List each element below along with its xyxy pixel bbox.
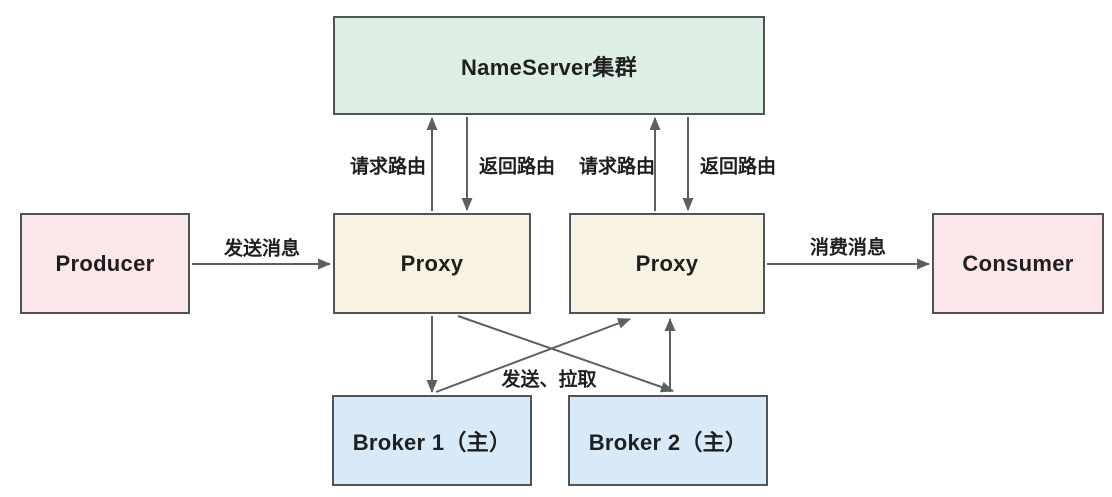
edge-label-request-route-left: 请求路由	[349, 156, 427, 178]
node-broker2-label: Broker 2（主）	[588, 429, 748, 455]
node-broker1-label: Broker 1（主）	[352, 429, 512, 455]
node-nameserver-label: NameServer集群	[460, 54, 638, 80]
node-producer: Producer	[20, 213, 190, 314]
node-proxy-left-label: Proxy	[400, 250, 464, 276]
node-proxy-right-label: Proxy	[635, 250, 699, 276]
node-consumer: Consumer	[932, 213, 1104, 314]
arrow-broker1-to-proxy2	[435, 318, 631, 393]
edge-label-return-route-right: 返回路由	[699, 156, 777, 178]
edge-label-consume-message: 消费消息	[809, 237, 887, 259]
arrow-proxy1-to-broker2	[457, 315, 674, 393]
edge-label-request-route-right: 请求路由	[578, 156, 656, 178]
edge-label-send-message: 发送消息	[223, 238, 301, 260]
node-consumer-label: Consumer	[962, 250, 1074, 276]
node-broker2: Broker 2（主）	[568, 395, 768, 486]
edge-label-send-pull: 发送、拉取	[501, 369, 597, 391]
node-nameserver: NameServer集群	[333, 16, 765, 115]
edge-label-return-route-left: 返回路由	[478, 156, 556, 178]
node-broker1: Broker 1（主）	[332, 395, 532, 486]
node-proxy-left: Proxy	[333, 213, 531, 314]
node-proxy-right: Proxy	[569, 213, 765, 314]
node-producer-label: Producer	[55, 250, 155, 276]
